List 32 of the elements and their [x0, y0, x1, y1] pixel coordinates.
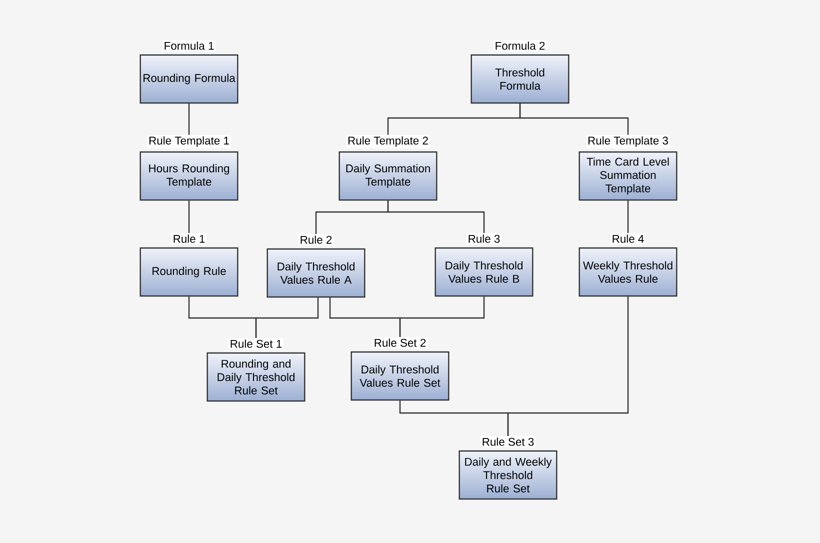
rule-box: Rounding Formula: [140, 54, 238, 104]
node-heading: Rule Set 1: [228, 338, 284, 350]
node-heading: Formula 1: [162, 40, 216, 52]
rule-box: Daily Threshold Values Rule A: [266, 248, 366, 298]
connector-line: [188, 200, 190, 233]
connector-line: [255, 298, 319, 338]
node-heading: Formula 2: [493, 40, 547, 52]
rule-box: Daily and Weekly Threshold Rule Set: [458, 450, 558, 500]
connector-line: [188, 104, 190, 135]
rule-box: Time Card Level Summation Template: [578, 151, 678, 201]
node-heading: Rule 4: [610, 233, 646, 244]
node-heading: Rule 2: [298, 234, 334, 246]
rule-box: Daily Threshold Values Rule Set: [350, 351, 450, 401]
rule-box: Daily Summation Template: [338, 151, 438, 201]
node-heading: Rule 3: [466, 233, 502, 244]
rule-box: Hours Rounding Template: [140, 151, 238, 201]
rule-box: Rounding Rule: [140, 247, 238, 297]
connector-line: [387, 200, 485, 233]
rule-box: Weekly Threshold Values Rule: [578, 247, 678, 297]
node-heading: Rule Template 1: [147, 135, 231, 148]
node-heading: Rule 1: [171, 233, 207, 244]
connector-line: [507, 296, 629, 436]
node-heading: Rule Template 3: [586, 135, 670, 148]
rule-box: Daily Threshold Values Rule B: [434, 247, 534, 297]
node-heading: Rule Set 2: [372, 337, 428, 348]
connector-line: [627, 200, 629, 233]
node-heading: Rule Set 3: [480, 436, 536, 448]
connector-line: [519, 104, 629, 135]
rule-box: Rounding and Daily Threshold Rule Set: [206, 352, 306, 402]
node-heading: Rule Template 2: [346, 135, 430, 148]
connector-line: [399, 296, 485, 337]
rule-box: Threshold Formula: [470, 54, 570, 104]
